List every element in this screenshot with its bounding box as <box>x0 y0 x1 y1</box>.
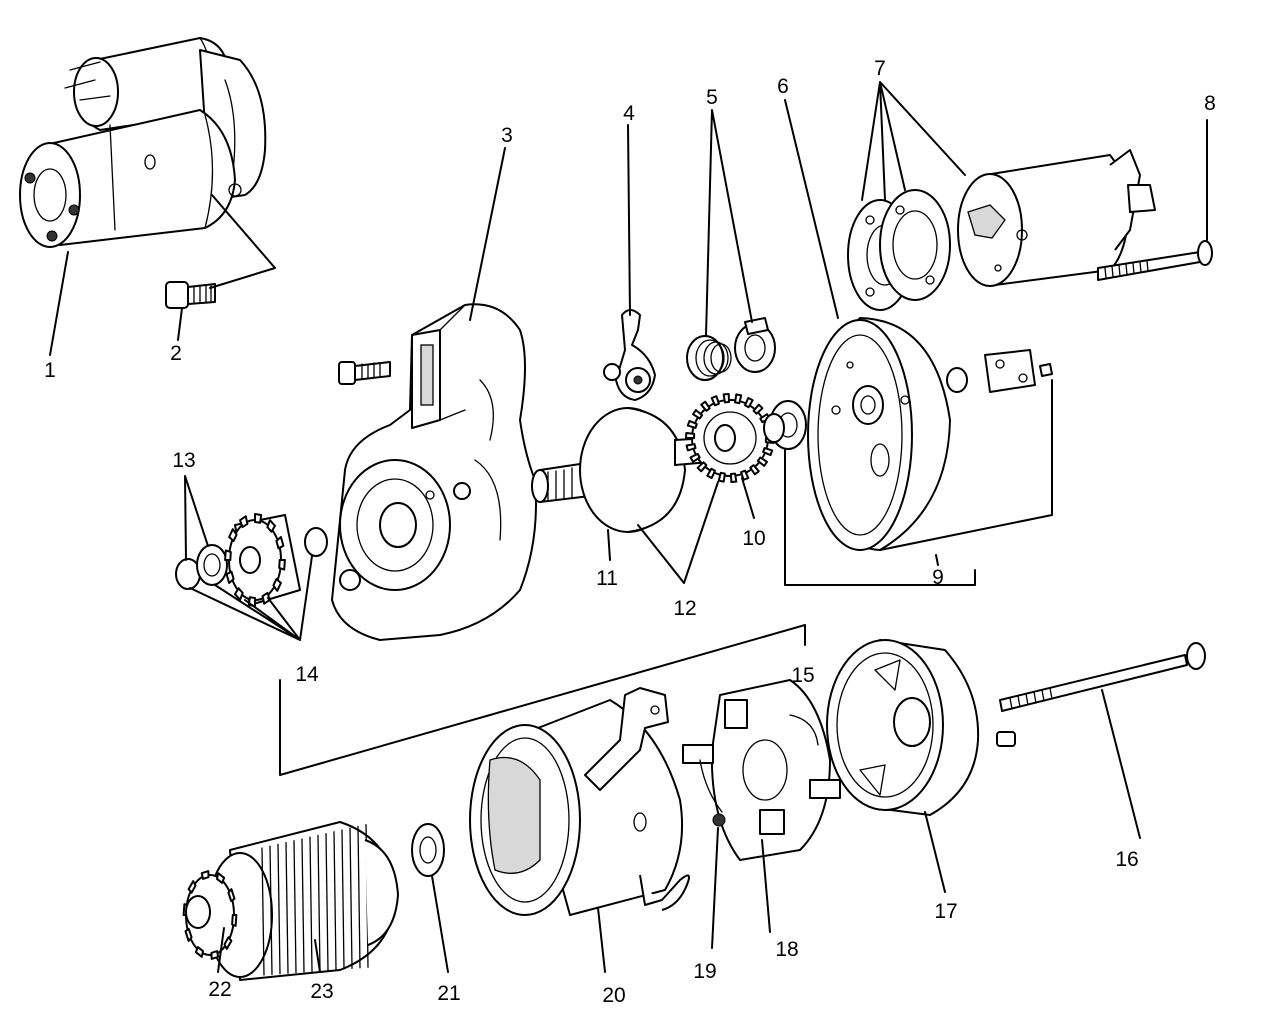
callout-16: 16 <box>1115 848 1138 871</box>
field-housing <box>469 687 690 916</box>
gear-tooth <box>685 443 697 452</box>
callout-7: 7 <box>874 57 886 80</box>
gear-tooth <box>696 461 708 473</box>
callout-3: 3 <box>501 124 513 147</box>
brush-holder <box>682 679 841 861</box>
gear-tooth <box>275 536 285 550</box>
gear-tooth <box>184 928 193 942</box>
callout-10: 10 <box>742 527 765 550</box>
gear-tooth <box>272 578 282 592</box>
callout-19: 19 <box>693 960 716 983</box>
spring-and-seat <box>686 317 776 381</box>
armature-winding-line <box>357 825 361 969</box>
shift-lever <box>603 309 656 401</box>
gear-tooth <box>239 515 249 529</box>
gear-tooth <box>706 467 716 479</box>
gear-tooth <box>734 393 743 405</box>
armature-winding-line <box>341 829 345 970</box>
solenoid-assembly <box>847 149 1156 311</box>
pinion-and-rings <box>175 513 328 607</box>
gear-tooth <box>223 936 233 950</box>
armature-winding-line <box>269 845 273 976</box>
gear-tooth <box>722 393 730 404</box>
gear-tooth <box>686 419 698 429</box>
armature-winding-line <box>277 843 281 975</box>
gear-tooth <box>210 950 220 960</box>
gear-tooth <box>749 464 760 476</box>
armature-winding-line <box>293 840 297 974</box>
gear-10 <box>685 393 775 483</box>
armature-winding-line <box>317 834 321 972</box>
armature <box>182 821 399 981</box>
gear-tooth <box>710 395 720 407</box>
gear-tooth <box>266 519 276 533</box>
armature-winding-line <box>301 838 305 973</box>
long-bolt <box>996 642 1206 747</box>
drive-shaft-assembly <box>531 407 711 533</box>
gear-tooth <box>740 469 750 481</box>
gear-tooth <box>700 400 711 412</box>
callout-9: 9 <box>932 566 944 589</box>
gear-tooth <box>228 528 238 542</box>
callout-14: 14 <box>295 663 319 686</box>
callout-17: 17 <box>934 900 957 923</box>
gear-tooth <box>200 870 210 880</box>
armature-winding-line <box>349 827 353 970</box>
armature-winding-line <box>333 831 337 971</box>
gear-tooth <box>756 456 768 467</box>
gear-tooth <box>689 452 701 463</box>
gear-tooth <box>752 403 764 415</box>
gear-tooth <box>234 587 244 601</box>
callout-22: 22 <box>208 978 231 1001</box>
armature-winding-line <box>309 836 313 973</box>
gear-tooth <box>278 559 286 571</box>
callout-18: 18 <box>775 938 798 961</box>
gear-tooth <box>194 946 204 958</box>
callout-2: 2 <box>170 342 182 365</box>
gear-tooth <box>187 880 197 894</box>
housing-bolt <box>338 361 391 385</box>
gear-tooth <box>254 513 263 524</box>
callout-20: 20 <box>602 984 625 1007</box>
gear-tooth <box>227 888 236 902</box>
thrust-washers <box>763 400 807 450</box>
gear-tooth <box>224 549 232 561</box>
callout-4: 4 <box>623 102 635 125</box>
callout-8: 8 <box>1204 92 1216 115</box>
intermediate-plate <box>807 317 951 551</box>
callout-labels: 1 2 3 4 5 6 7 8 9 10 11 12 13 14 15 16 1… <box>44 57 1216 1007</box>
callout-6: 6 <box>777 75 789 98</box>
armature-winding-line <box>285 841 289 974</box>
callout-1: 1 <box>44 359 56 382</box>
callout-5: 5 <box>706 86 718 109</box>
drive-end-housing <box>331 303 537 641</box>
callout-23: 23 <box>310 980 333 1003</box>
solenoid-bolt <box>1097 240 1213 281</box>
gear-tooth <box>717 471 726 483</box>
gear-tooth <box>261 591 271 605</box>
gear-tooth <box>762 447 774 457</box>
gear-tooth <box>216 872 226 884</box>
armature-winding-line <box>261 847 265 976</box>
bolt-2 <box>165 281 216 309</box>
seal-21 <box>411 823 445 877</box>
gear-tooth <box>685 432 696 439</box>
gear-tooth <box>692 409 704 420</box>
leader-lines <box>49 81 1208 973</box>
callout-12: 12 <box>673 597 696 620</box>
gear-tooth <box>730 472 738 483</box>
callout-13: 13 <box>172 449 195 472</box>
gear-tooth <box>225 570 235 584</box>
armature-winding-line <box>325 832 329 971</box>
end-cover <box>826 639 980 816</box>
callout-21: 21 <box>437 982 460 1005</box>
callout-11: 11 <box>596 567 618 590</box>
callout-15: 15 <box>791 664 814 687</box>
assembled-starter-motor <box>19 37 267 248</box>
gear-tooth <box>744 397 754 409</box>
terminal-bracket <box>946 349 1053 393</box>
gear-tooth <box>231 914 238 927</box>
